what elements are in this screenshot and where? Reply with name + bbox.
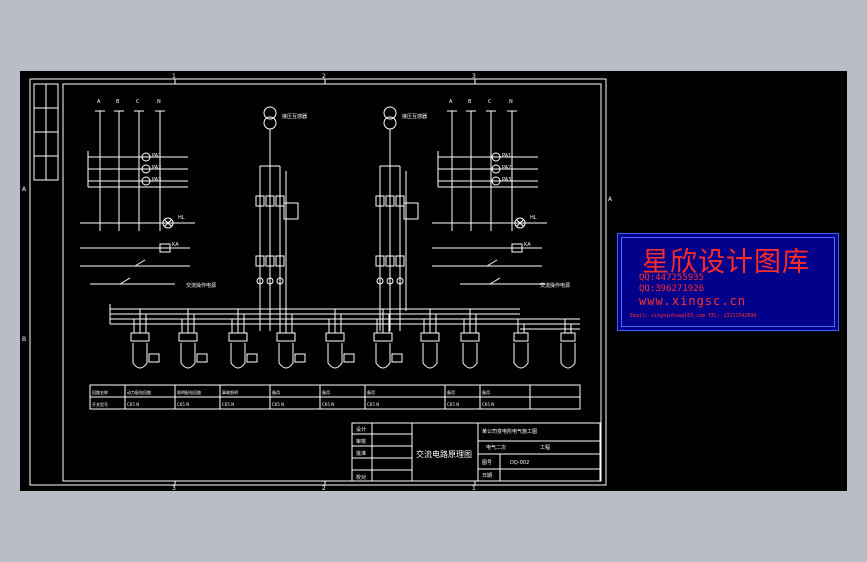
zone-number-bottom-1: 1 <box>472 485 476 491</box>
right-transformer-label: 接压互感器 <box>402 113 427 120</box>
watermark-qq-2: QQ:396271926 <box>639 284 705 294</box>
left-phase-b: B <box>116 99 120 105</box>
table-cell: C65 N <box>272 402 284 407</box>
feeder-cable <box>278 343 294 369</box>
zone-number-bottom-2: 2 <box>322 485 326 491</box>
table-cell: C65 N <box>222 402 234 407</box>
zone-number-top-1: 1 <box>172 73 176 80</box>
feeder-cable <box>180 343 196 369</box>
date-label: 日期 <box>482 473 492 479</box>
feeder-meter <box>246 353 258 363</box>
feeder-meter <box>343 353 355 363</box>
feeder-cable <box>132 343 148 369</box>
left-lamp-label: HL <box>178 215 185 221</box>
table-cell: C65 N <box>447 402 459 407</box>
schematic-drawing: 1 2 3 3 2 1 A B A A B C N 接压互感器 PA1 PA2 … <box>22 73 613 491</box>
zone-letter-left-2: B <box>22 336 26 343</box>
title-block-discipline: 电气二次 <box>486 444 506 451</box>
left-relay-label: KA <box>172 242 179 248</box>
feeder-breaker <box>130 332 150 342</box>
right-phase-b: B <box>468 99 472 105</box>
role-review: 审核 <box>356 438 366 445</box>
table-cell: 备用 <box>272 389 280 395</box>
right-lamp-label: HL <box>530 215 537 221</box>
table-cell: C65 N <box>367 402 379 407</box>
zone-number-bottom-3: 3 <box>172 485 176 491</box>
table-cell: 开关型号 <box>92 401 108 407</box>
left-meter-2: PA2 <box>152 165 161 171</box>
feeder-breaker <box>178 332 198 342</box>
right-meter-2: PA2 <box>502 165 511 171</box>
zone-letter-left-1: A <box>22 186 27 193</box>
title-block-stage: 工程 <box>540 444 550 451</box>
watermark-inner-border <box>621 237 835 327</box>
feeder-breaker <box>460 332 480 342</box>
zone-number-top-2: 2 <box>322 73 326 80</box>
table-cell: 备用 <box>322 389 330 395</box>
table-cell: C65 N <box>482 402 494 407</box>
role-design: 设计 <box>356 426 366 433</box>
drawing-no: DQ-002 <box>510 460 529 466</box>
table-cell: 照明配电回路 <box>177 389 201 395</box>
feeder-cable <box>513 343 529 369</box>
feeder-cable <box>230 343 246 369</box>
table-cell: 备用 <box>447 389 455 395</box>
feeder-cable <box>560 343 576 369</box>
cad-drawing-canvas: 1 2 3 3 2 1 A B A A B C N 接压互感器 PA1 PA2 … <box>20 71 847 491</box>
zone-number-top-3: 3 <box>472 73 476 80</box>
zone-letter-right-1: A <box>608 196 613 203</box>
left-transformer-label: 接压互感器 <box>282 113 307 120</box>
right-meter-3: PA3 <box>502 177 511 183</box>
feeder-breaker <box>228 332 248 342</box>
role-check: 校对 <box>356 474 366 481</box>
table-cell: 回路名称 <box>92 389 108 395</box>
left-phase-c: C <box>136 99 140 105</box>
title-block-project: 某公司变电所电气施工图 <box>482 428 537 435</box>
table-cell: C65 N <box>177 402 189 407</box>
feeder-breaker <box>560 332 576 342</box>
table-cell: 动力配电回路 <box>127 389 151 395</box>
watermark-contact: Email: xingxinhua@163.com TEL: 131115428… <box>630 313 757 319</box>
right-relay-label: KA <box>524 242 531 248</box>
table-cell: 备用 <box>482 389 490 395</box>
right-section-label: 交流操作电源 <box>540 282 570 289</box>
left-meter-3: PA3 <box>152 177 161 183</box>
feeder-meter <box>294 353 306 363</box>
watermark-box: 星欣设计图库 QQ:447255935 QQ:396271926 www.xin… <box>617 233 839 331</box>
feeder-cable <box>422 343 438 369</box>
role-approve: 批准 <box>356 450 366 457</box>
feeder-breaker <box>325 332 345 342</box>
feeder-cable <box>375 343 391 369</box>
feeder-breaker <box>276 332 296 342</box>
feeder-cable <box>462 343 478 369</box>
drawing-no-label: 图号 <box>482 460 492 466</box>
left-meter-1: PA1 <box>152 153 161 159</box>
right-meter-1: PA1 <box>502 153 511 159</box>
feeder-breaker <box>373 332 393 342</box>
left-phase-a: A <box>97 99 101 105</box>
left-section-label: 交流操作电源 <box>186 282 216 289</box>
feeder-meter <box>391 353 403 363</box>
table-cell: 事故照明 <box>222 389 238 395</box>
feeder-meter <box>148 353 160 363</box>
right-phase-a: A <box>449 99 453 105</box>
table-cell: 备用 <box>367 389 375 395</box>
watermark-url: www.xingsc.cn <box>639 294 746 308</box>
feeder-breaker <box>420 332 440 342</box>
feeder-meter <box>196 353 208 363</box>
feeder-breaker <box>513 332 529 342</box>
table-cell: C65 N <box>127 402 139 407</box>
watermark-title: 星欣设计图库 <box>642 247 810 278</box>
feeder-cable <box>327 343 343 369</box>
left-phase-n: N <box>157 99 161 105</box>
drawing-title: 交流电路原理图 <box>416 449 472 459</box>
right-phase-c: C <box>488 99 492 105</box>
watermark-qq-1: QQ:447255935 <box>639 273 705 283</box>
right-phase-n: N <box>509 99 513 105</box>
table-cell: C65 N <box>322 402 334 407</box>
